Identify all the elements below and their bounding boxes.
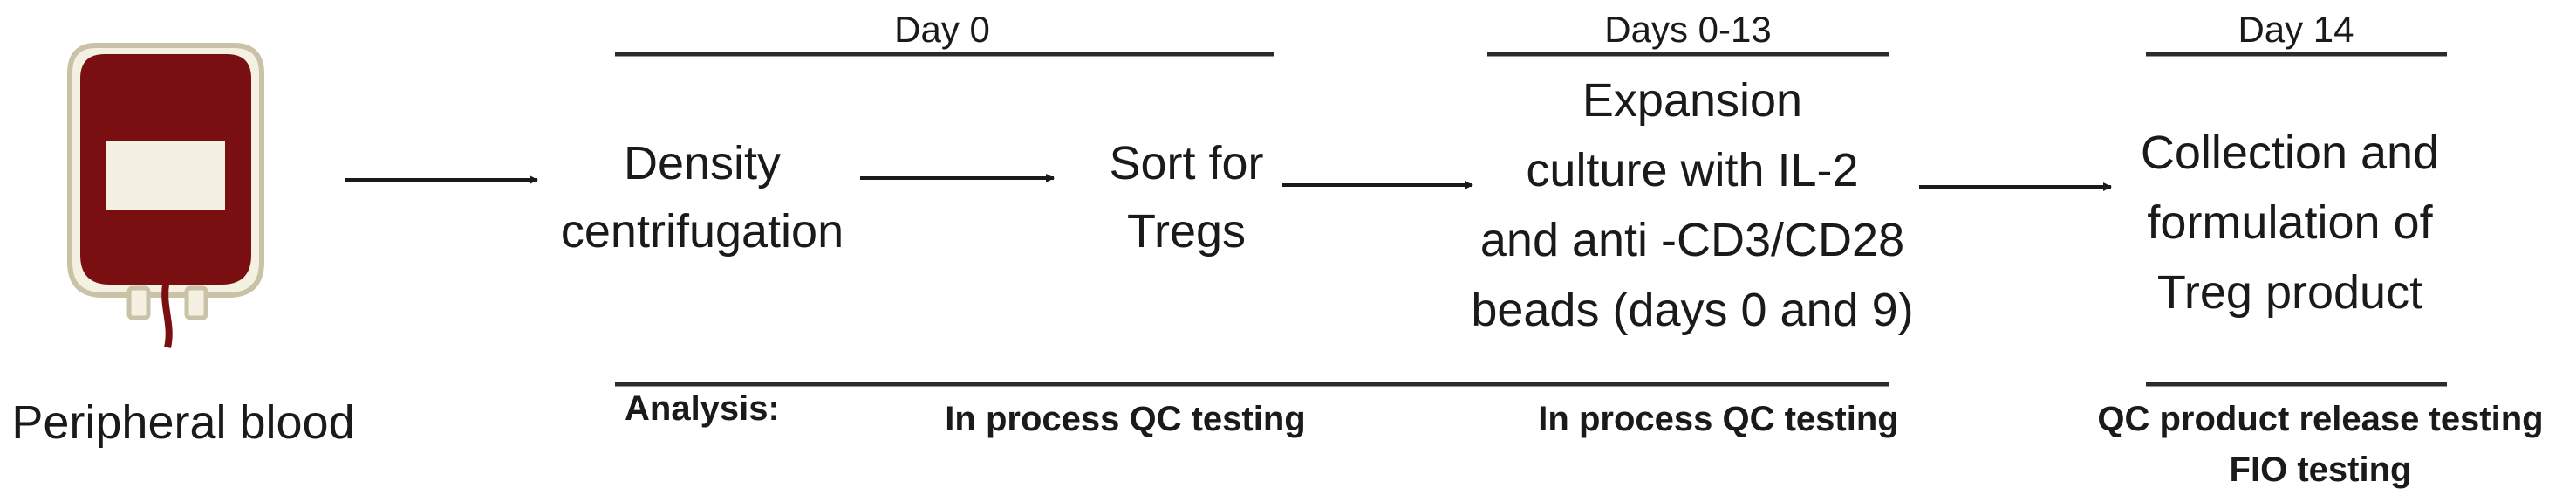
step-density-centrifugation: Density centrifugation xyxy=(560,137,844,258)
fio-testing: FIO testing xyxy=(2229,450,2412,489)
step-collection-formulation: Collection and formulation of Treg produ… xyxy=(2140,127,2440,319)
tube xyxy=(161,284,173,348)
port-right xyxy=(184,285,208,320)
bag-label xyxy=(106,141,225,210)
blood-bag-icon xyxy=(67,43,264,348)
step-expansion-culture: Expansion culture with IL-2 and anti -CD… xyxy=(1471,74,1914,336)
port-left xyxy=(126,285,151,320)
analysis-label: Analysis: xyxy=(625,389,780,428)
peripheral-blood-label: Peripheral blood xyxy=(11,396,355,449)
day0-header: Day 0 xyxy=(894,9,990,50)
qc-release-testing: QC product release testing xyxy=(2097,400,2544,438)
qc-testing-1: In process QC testing xyxy=(945,400,1306,438)
days0-13-header: Days 0-13 xyxy=(1604,9,1772,50)
step-sort-for-tregs: Sort for Tregs xyxy=(1109,137,1264,258)
qc-testing-2: In process QC testing xyxy=(1538,400,1899,438)
day14-header: Day 14 xyxy=(2238,9,2354,50)
